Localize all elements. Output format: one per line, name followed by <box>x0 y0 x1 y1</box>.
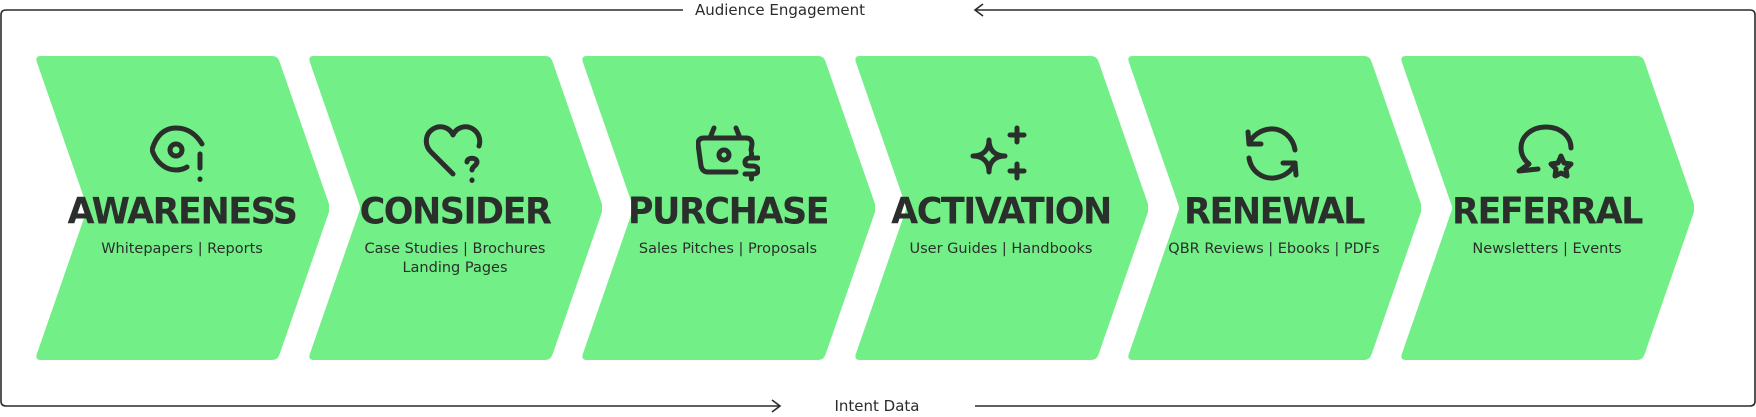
refresh-icon <box>1127 124 1421 186</box>
stage-title: REFERRAL <box>1452 191 1643 233</box>
stage-purchase: PURCHASE Sales Pitches | Proposals <box>581 56 875 360</box>
stage-formats: QBR Reviews | Ebooks | PDFs <box>1127 240 1421 259</box>
stage-referral: REFERRAL Newsletters | Events <box>1400 56 1694 360</box>
stage-formats: Whitepapers | Reports <box>35 240 329 259</box>
stage-title: PURCHASE <box>627 191 830 233</box>
chevron-shape <box>1401 56 1694 360</box>
chevron-shape <box>855 56 1148 360</box>
stage-formats: Newsletters | Events <box>1400 240 1694 259</box>
stage-formats: User Guides | Handbooks <box>854 240 1148 259</box>
stage-renewal: RENEWAL QBR Reviews | Ebooks | PDFs <box>1127 56 1421 360</box>
stage-title: CONSIDER <box>359 191 552 233</box>
stage-format-line: Newsletters | Events <box>1472 241 1622 257</box>
stage-format-line: Case Studies | Brochures <box>364 241 546 257</box>
stage-format-line: Landing Pages <box>402 260 508 276</box>
chevron-shape <box>1128 56 1421 360</box>
intent-data-label: Intent Data <box>787 396 967 416</box>
stage-title: RENEWAL <box>1184 191 1365 233</box>
eye-alert-icon <box>35 124 329 186</box>
stage-format-line: User Guides | Handbooks <box>909 241 1093 257</box>
stage-formats: Case Studies | Brochures Landing Pages <box>308 240 602 278</box>
stage-title: AWARENESS <box>67 191 298 233</box>
stage-consider: CONSIDER Case Studies | Brochures Landin… <box>308 56 602 360</box>
basket-dollar-icon <box>581 124 875 186</box>
stage-formats: Sales Pitches | Proposals <box>581 240 875 259</box>
stage-awareness: AWARENESS Whitepapers | Reports <box>35 56 329 360</box>
chevron-shape <box>582 56 875 360</box>
sparkles-icon <box>854 124 1148 186</box>
chevron-shape <box>309 56 602 360</box>
stage-format-line: QBR Reviews | Ebooks | PDFs <box>1168 241 1380 257</box>
chevron-shape <box>36 56 329 360</box>
message-star-icon <box>1400 124 1694 186</box>
heart-question-icon <box>308 124 602 186</box>
audience-engagement-label: Audience Engagement <box>683 0 877 20</box>
stage-activation: ACTIVATION User Guides | Handbooks <box>854 56 1148 360</box>
stage-title: ACTIVATION <box>891 191 1112 233</box>
stage-format-line: Whitepapers | Reports <box>101 241 263 257</box>
stage-format-line: Sales Pitches | Proposals <box>638 241 818 257</box>
